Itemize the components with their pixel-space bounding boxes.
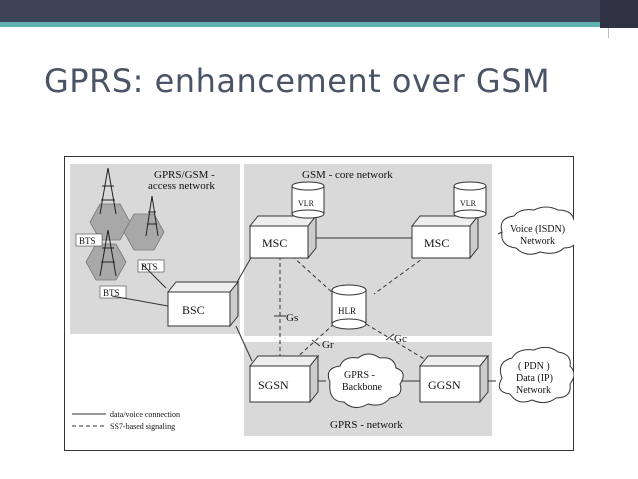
legend: data/voice connection SS7-based signalin… (72, 410, 180, 431)
legend-solid-label: data/voice connection (110, 410, 180, 419)
bts-tower-1 (99, 167, 117, 215)
region-access-line2: access network (148, 180, 215, 192)
msc1-label: MSC (262, 236, 287, 250)
bts3-label-box (99, 285, 127, 299)
node-vlr-right: VLR (453, 181, 487, 219)
interface-gs: Gs (286, 312, 298, 324)
bts2-label-box (137, 259, 165, 273)
node-ggsn: GGSN (418, 354, 490, 404)
region-access-label: GPRS/GSM - access network (148, 169, 218, 192)
node-voice-cloud: Voice (ISDN) Network (500, 206, 574, 255)
pdn-label-1: ( PDN ) (518, 361, 550, 372)
bsc-label: BSC (182, 303, 205, 317)
backbone-label-2: Backbone (342, 382, 383, 393)
bts1-label-box (75, 233, 103, 247)
top-bar (0, 0, 638, 22)
corner-divider (608, 28, 609, 38)
bts-tower-3 (99, 229, 117, 277)
node-hlr: HLR (331, 284, 367, 330)
bts2-label: BTS (141, 262, 158, 272)
sgsn-label: SGSN (258, 378, 289, 392)
node-msc-right: MSC (410, 214, 480, 260)
top-accent-bar (0, 22, 638, 27)
interface-ticks (274, 315, 395, 347)
msc2-label: MSC (424, 236, 449, 250)
node-backbone-cloud: GPRS - Backbone (327, 353, 404, 408)
top-corner-block (600, 0, 638, 28)
hlr-label: HLR (338, 306, 356, 316)
bts-cell-2 (123, 213, 165, 251)
ss7-signaling (279, 255, 427, 361)
legend-dashed-label: SS7-based signaling (110, 422, 175, 431)
slide-title: GPRS: enhancement over GSM (44, 62, 551, 100)
vlr2-label: VLR (460, 199, 477, 208)
bts-tower-2 (145, 195, 159, 237)
interface-gc: Gc (394, 333, 407, 345)
region-access-line1: GPRS/GSM - (154, 169, 215, 181)
bts1-label: BTS (79, 236, 96, 246)
node-sgsn: SGSN (248, 354, 320, 404)
ggsn-label: GGSN (428, 378, 461, 392)
node-vlr-left: VLR (291, 181, 325, 219)
vlr1-label: VLR (298, 199, 315, 208)
voice-label-1: Voice (ISDN) (510, 224, 565, 235)
gprs-architecture-diagram: GPRS/GSM - access network GSM - core net… (64, 156, 574, 451)
node-msc-left: MSC (248, 214, 318, 260)
backbone-label-1: GPRS - (344, 370, 375, 381)
pdn-label-3: Network (516, 385, 551, 396)
pdn-label-2: Data (IP) (516, 373, 553, 384)
bts3-label: BTS (103, 288, 120, 298)
interface-gr: Gr (322, 339, 334, 351)
region-core-label: GSM - core network (302, 169, 393, 181)
region-gprs-label: GPRS - network (330, 419, 403, 431)
voice-label-2: Network (520, 236, 555, 247)
node-bsc: BSC (166, 280, 240, 328)
node-pdn-cloud: ( PDN ) Data (IP) Network (498, 346, 574, 404)
